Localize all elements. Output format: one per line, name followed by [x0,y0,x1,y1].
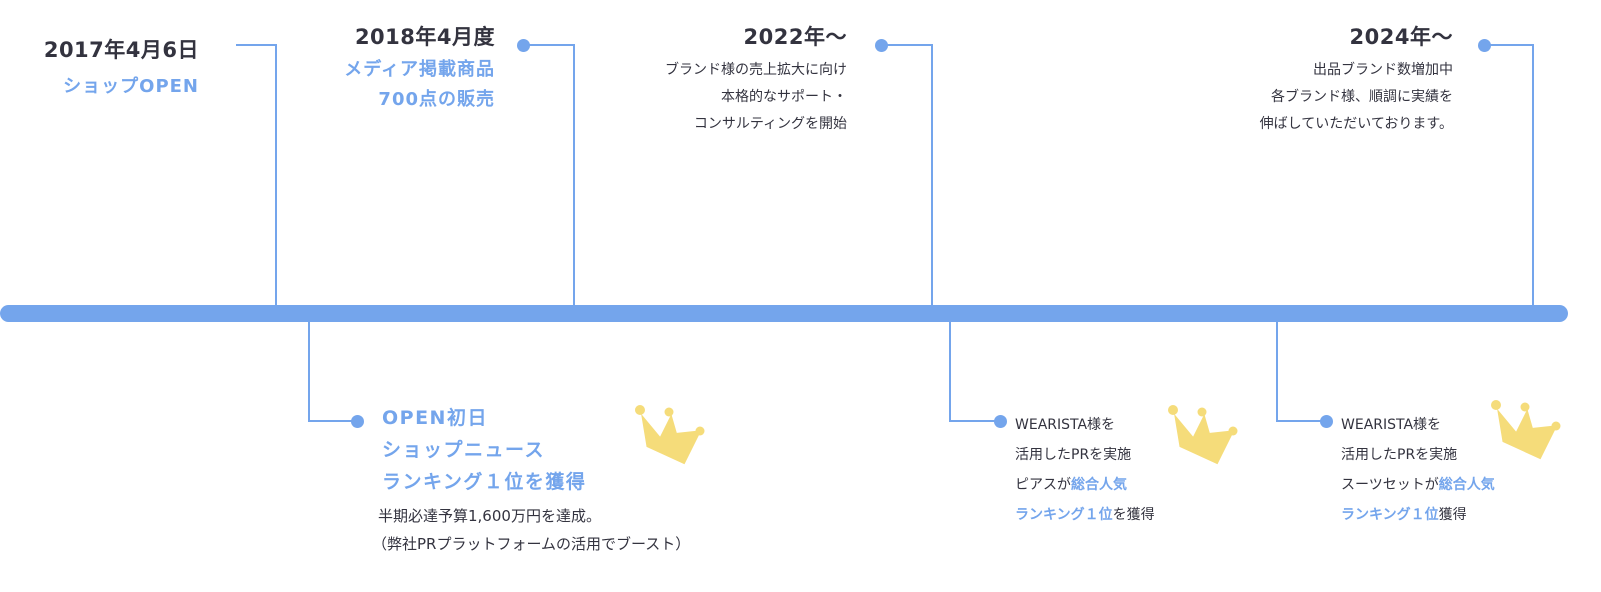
highlight: ランキング１位 [1341,507,1439,523]
achievement-wearista-earrings: WEARISTA様を 活用したPRを実施 ピアスが総合人気 ランキング１位を獲得 [1015,410,1155,530]
achievement-wearista-suits: WEARISTA様を 活用したPRを実施 スーツセットが総合人気 ランキング１位… [1341,410,1495,530]
text-line: ランキング１位獲得 [1341,500,1495,530]
connector [949,321,951,422]
text: ピアスが [1015,477,1071,493]
note-line: 半期必達予算1,600万円を達成。 [378,507,601,525]
desc-line: ブランド様の売上拡大に向け [665,62,847,78]
text-line: ピアスが総合人気 [1015,470,1155,500]
crown-icon [1491,400,1561,460]
connector [573,44,575,306]
milestone-title: メディア掲載商品 700点の販売 [344,55,495,115]
title-line: メディア掲載商品 [344,59,495,80]
highlight: ランキング１位 [1015,507,1113,523]
milestone-2022: 2022年〜 ブランド様の売上拡大に向け 本格的なサポート・ コンサルティングを… [665,21,847,138]
achievement-headline: OPEN初日 ショップニュース ランキング１位を獲得 [382,402,690,498]
achievement-open-day: OPEN初日 ショップニュース ランキング１位を獲得 半期必達予算1,600万円… [372,402,690,558]
title-line: 700点の販売 [378,89,495,110]
connector [275,44,277,306]
milestone-dot [1320,415,1333,428]
milestone-date: 2018年4月度 [354,25,495,49]
milestone-desc: ブランド様の売上拡大に向け 本格的なサポート・ コンサルティングを開始 [665,57,847,138]
text: スーツセットが [1341,477,1439,493]
text-line: 活用したPRを実施 [1341,447,1458,463]
crown-icon [1168,405,1238,465]
headline-line: ショップニュース [382,439,546,461]
milestone-dot [351,415,364,428]
milestone-desc: 出品ブランド数増加中 各ブランド様、順調に実績を 伸ばしていただいております。 [1260,57,1453,138]
milestone-title: ショップOPEN [63,76,199,97]
text: 獲得 [1438,507,1467,523]
desc-line: 本格的なサポート・ [721,89,847,105]
text-line: スーツセットが総合人気 [1341,470,1495,500]
milestone-date: 2024年〜 [1349,25,1453,49]
desc-line: コンサルティングを開始 [693,116,847,132]
connector [949,420,1000,422]
desc-line: 各ブランド様、順調に実績を [1271,89,1453,105]
achievement-notes: 半期必達予算1,600万円を達成。 （弊社PRプラットフォームの活用でブースト） [372,502,690,558]
connector [1484,44,1534,46]
note-line: （弊社PRプラットフォームの活用でブースト） [372,535,691,553]
connector [523,44,575,46]
headline-line: OPEN初日 [382,407,488,429]
desc-line: 伸ばしていただいております。 [1259,116,1453,132]
text: を獲得 [1112,507,1155,523]
milestone-2017: 2017年4月6日 ショップOPEN [44,34,199,98]
connector [236,44,277,46]
connector [1276,321,1278,422]
milestone-date: 2017年4月6日 [43,38,199,62]
connector [881,44,933,46]
milestone-2018: 2018年4月度 メディア掲載商品 700点の販売 [344,21,495,115]
milestone-dot [994,415,1007,428]
connector [1532,44,1534,306]
text-line: 活用したPRを実施 [1015,447,1132,463]
milestone-2024: 2024年〜 出品ブランド数増加中 各ブランド様、順調に実績を 伸ばしていただい… [1260,21,1453,138]
milestone-date: 2022年〜 [743,25,847,49]
text-line: ランキング１位を獲得 [1015,500,1155,530]
connector [931,44,933,306]
timeline-bar [0,305,1568,322]
highlight: 総合人気 [1438,477,1495,493]
connector [308,321,310,422]
desc-line: 出品ブランド数増加中 [1313,62,1453,78]
connector [1276,420,1326,422]
text-line: WEARISTA様を [1341,417,1442,433]
connector [308,420,358,422]
crown-icon [635,405,705,465]
highlight: 総合人気 [1071,477,1127,493]
text-line: WEARISTA様を [1015,417,1116,433]
headline-line: ランキング１位を獲得 [382,471,587,493]
